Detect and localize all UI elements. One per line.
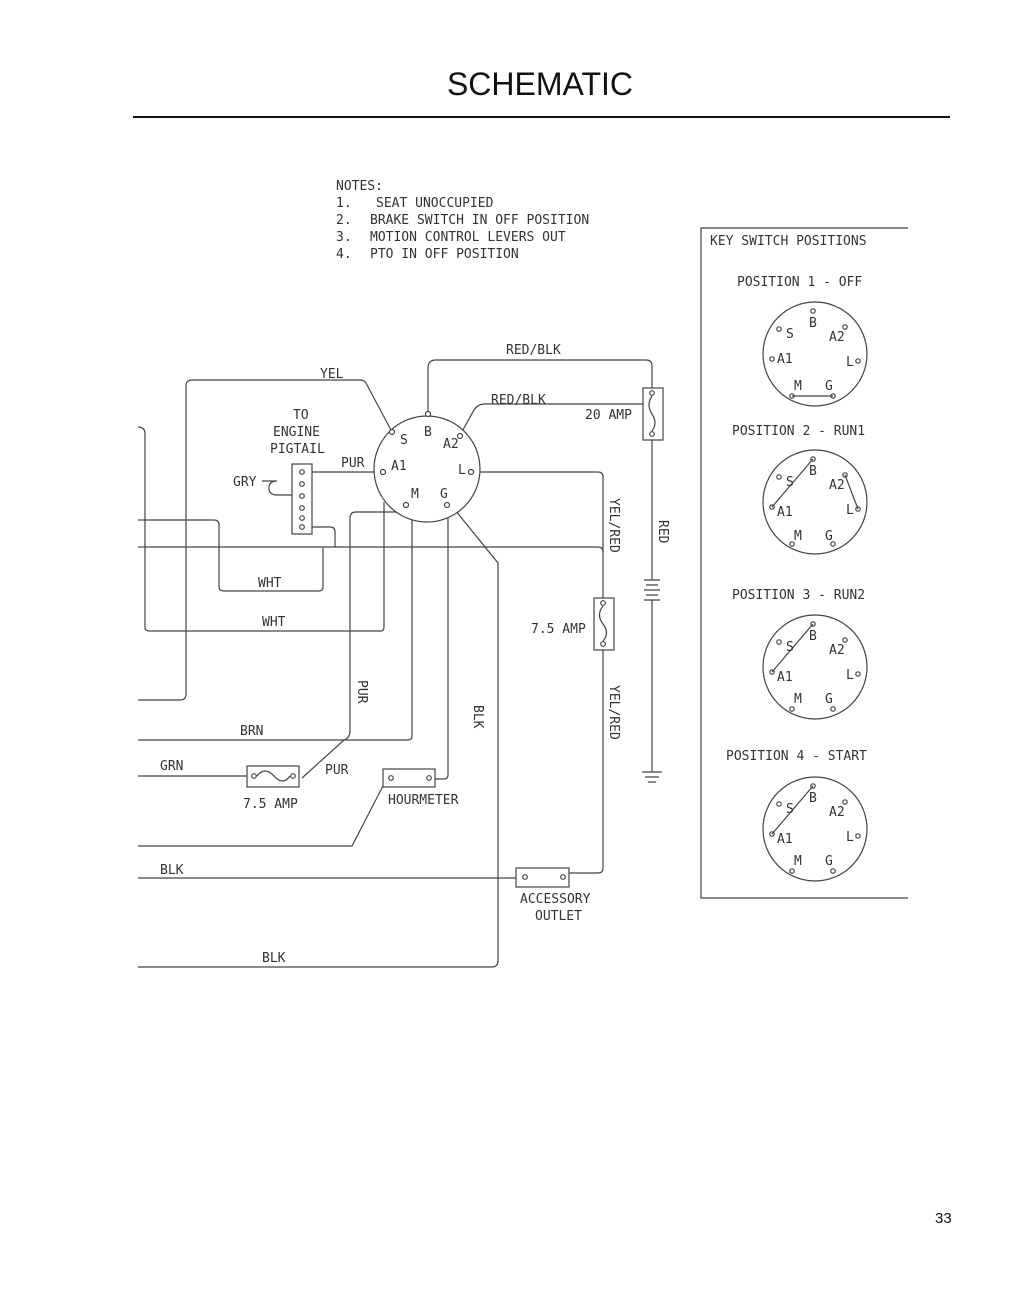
terminal-s: S [786,475,794,490]
pigtail-label-line3: PIGTAIL [270,442,325,457]
title-rule [133,116,950,118]
terminal-m: M [411,487,419,502]
terminal-g: G [825,692,833,707]
fuse-75-right-label: 7.5 AMP [531,622,586,637]
terminal-l: L [846,668,854,683]
terminal-l: L [846,830,854,845]
terminal-a1: A1 [391,459,407,474]
accessory-label-line2: OUTLET [535,909,582,924]
pigtail-label-line2: ENGINE [273,425,320,440]
terminal-g: G [825,529,833,544]
wire-label-grn: GRN [160,759,183,774]
page-number: 33 [935,1210,952,1227]
pigtail-label-line1: TO [293,408,309,423]
terminal-s: S [400,433,408,448]
terminal-a1: A1 [777,352,793,367]
note-text: PTO IN OFF POSITION [370,247,519,262]
note-text: MOTION CONTROL LEVERS OUT [370,230,566,245]
terminal-m: M [794,529,802,544]
terminal-a1: A1 [777,670,793,685]
wire-label-yel-red-vertical: YEL/RED [606,685,621,740]
wire-label-wht: WHT [258,576,282,591]
fuse-75-left-label: 7.5 AMP [243,797,298,812]
position-2-diagram: S B A2 A1 L M G [762,449,868,555]
terminal-s: S [786,802,794,817]
terminal-m: M [794,692,802,707]
wire-label-pur-vertical: PUR [354,680,369,704]
terminal-a2: A2 [829,330,845,345]
position-3-diagram: S B A2 A1 L M G [762,614,868,720]
terminal-b: B [424,425,432,440]
terminal-b: B [809,791,817,806]
terminal-s: S [786,327,794,342]
note-number: 3. [336,230,352,245]
hourmeter: HOURMETER [382,768,459,808]
terminal-a2: A2 [829,805,845,820]
terminal-l: L [846,355,854,370]
wire-label-wht: WHT [262,615,286,630]
wire-label-blk: BLK [160,863,184,878]
position-4-diagram: S B A2 A1 L M G [762,776,868,882]
wires [137,359,662,968]
page-title: SCHEMATIC [446,66,634,102]
terminal-b: B [809,464,817,479]
ignition-switch: S B A2 A1 L M G [373,410,481,523]
fuse-7-5-amp-left: 7.5 AMP [243,765,300,812]
wire-label-yel-red-vertical: YEL/RED [606,498,621,553]
wire-label-gry: GRY [233,475,257,490]
accessory-label-line1: ACCESSORY [520,892,591,907]
engine-pigtail-connector: TO ENGINE PIGTAIL [270,408,325,535]
terminal-g: G [440,487,448,502]
key-switch-panel-title: KEY SWITCH POSITIONS [710,234,867,249]
terminal-l: L [458,463,466,478]
notes-heading: NOTES: [336,179,383,194]
wire-label-red-vertical: RED [655,520,670,544]
position-1-label: POSITION 1 - OFF [737,275,862,290]
terminal-g: G [825,854,833,869]
position-4-label: POSITION 4 - START [726,749,867,764]
terminal-m: M [794,379,802,394]
wire-label-blk-vertical: BLK [470,705,485,729]
terminal-a1: A1 [777,832,793,847]
terminal-g: G [825,379,833,394]
accessory-outlet: ACCESSORY OUTLET [515,867,591,924]
note-number: 4. [336,247,352,262]
wire-label-red-blk: RED/BLK [506,343,561,358]
fuse-20-label: 20 AMP [585,408,632,423]
terminal-m: M [794,854,802,869]
note-text: BRAKE SWITCH IN OFF POSITION [370,213,589,228]
wire-label-pur: PUR [325,763,349,778]
key-switch-panel: KEY SWITCH POSITIONS POSITION 1 - OFF S … [700,227,908,899]
hourmeter-label: HOURMETER [388,793,459,808]
wire-labels: YEL RED/BLK RED/BLK PUR GRY WHT WHT BRN … [160,343,670,966]
terminal-b: B [809,316,817,331]
fuse-20-amp: 20 AMP [585,387,664,441]
terminal-s: S [786,640,794,655]
terminal-a1: A1 [777,505,793,520]
wire-label-pur: PUR [341,456,365,471]
notes-block: NOTES: 1. SEAT UNOCCUPIED 2. BRAKE SWITC… [336,179,589,262]
wire-label-red-blk: RED/BLK [491,393,546,408]
position-3-label: POSITION 3 - RUN2 [732,588,865,603]
note-text: SEAT UNOCCUPIED [376,196,494,211]
terminal-a2: A2 [443,437,459,452]
position-2-label: POSITION 2 - RUN1 [732,424,865,439]
note-number: 1. [336,196,352,211]
wire-label-brn: BRN [240,724,263,739]
note-number: 2. [336,213,352,228]
fuse-7-5-amp-right: 7.5 AMP [531,597,615,651]
position-1-diagram: S B A2 A1 L M G [762,301,868,407]
terminal-b: B [809,629,817,644]
terminal-a2: A2 [829,478,845,493]
terminal-l: L [846,503,854,518]
wire-label-yel: YEL [320,367,344,382]
wire-label-blk: BLK [262,951,286,966]
terminal-a2: A2 [829,643,845,658]
